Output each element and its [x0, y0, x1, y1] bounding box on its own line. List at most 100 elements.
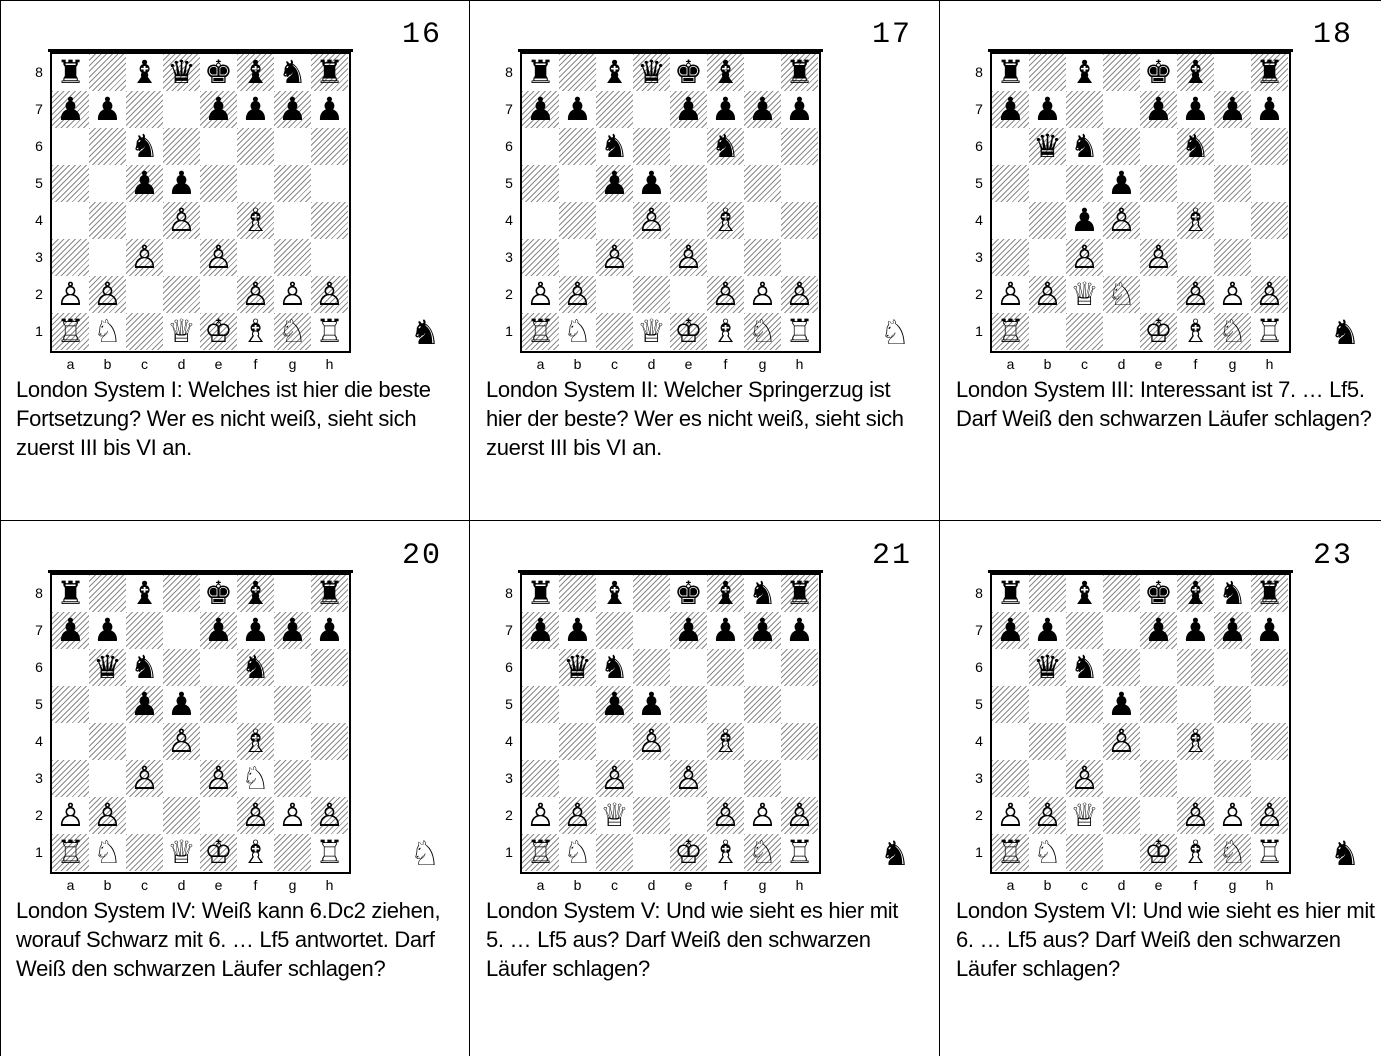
black-rook-icon[interactable]: ♜: [311, 575, 348, 612]
black-bishop-icon[interactable]: ♝: [596, 575, 633, 612]
square-e2[interactable]: [200, 797, 237, 834]
white-pawn-icon[interactable]: ♙: [559, 276, 596, 313]
black-king-icon[interactable]: ♚: [200, 575, 237, 612]
square-d7[interactable]: [1103, 612, 1140, 649]
square-c4[interactable]: [596, 202, 633, 239]
black-knight-icon[interactable]: ♞: [1066, 649, 1103, 686]
black-pawn-icon[interactable]: ♟: [1140, 91, 1177, 128]
square-e4[interactable]: [670, 202, 707, 239]
white-bishop-icon[interactable]: ♗: [237, 834, 274, 871]
square-b6[interactable]: [89, 128, 126, 165]
white-pawn-icon[interactable]: ♙: [670, 760, 707, 797]
square-e5[interactable]: [200, 165, 237, 202]
white-rook-icon[interactable]: ♖: [52, 313, 89, 350]
white-pawn-icon[interactable]: ♙: [200, 760, 237, 797]
white-pawn-icon[interactable]: ♙: [237, 276, 274, 313]
black-pawn-icon[interactable]: ♟: [1029, 612, 1066, 649]
square-h6[interactable]: [311, 128, 348, 165]
square-h4[interactable]: [1251, 723, 1288, 760]
square-d3[interactable]: [163, 239, 200, 276]
white-pawn-icon[interactable]: ♙: [89, 276, 126, 313]
black-pawn-icon[interactable]: ♟: [52, 91, 89, 128]
square-h5[interactable]: [311, 165, 348, 202]
square-b3[interactable]: [1029, 239, 1066, 276]
square-h6[interactable]: [1251, 649, 1288, 686]
black-pawn-icon[interactable]: ♟: [1251, 91, 1288, 128]
square-g1[interactable]: [274, 834, 311, 871]
square-g3[interactable]: [274, 760, 311, 797]
square-a4[interactable]: [992, 723, 1029, 760]
square-b8[interactable]: [1029, 54, 1066, 91]
white-queen-icon[interactable]: ♕: [1066, 276, 1103, 313]
square-d7[interactable]: [633, 91, 670, 128]
black-knight-icon[interactable]: ♞: [237, 649, 274, 686]
square-d6[interactable]: [1103, 649, 1140, 686]
white-knight-icon[interactable]: ♘: [559, 834, 596, 871]
black-rook-icon[interactable]: ♜: [52, 54, 89, 91]
white-pawn-icon[interactable]: ♙: [1140, 239, 1177, 276]
white-pawn-icon[interactable]: ♙: [163, 723, 200, 760]
white-king-icon[interactable]: ♔: [1140, 313, 1177, 350]
square-b3[interactable]: [559, 239, 596, 276]
square-d7[interactable]: [163, 91, 200, 128]
square-f3[interactable]: [1177, 239, 1214, 276]
black-pawn-icon[interactable]: ♟: [992, 91, 1029, 128]
white-rook-icon[interactable]: ♖: [1251, 834, 1288, 871]
black-rook-icon[interactable]: ♜: [992, 575, 1029, 612]
square-b3[interactable]: [559, 760, 596, 797]
square-h5[interactable]: [781, 165, 818, 202]
square-a5[interactable]: [992, 686, 1029, 723]
square-d1[interactable]: [1103, 313, 1140, 350]
black-pawn-icon[interactable]: ♟: [633, 686, 670, 723]
black-pawn-icon[interactable]: ♟: [1103, 686, 1140, 723]
square-b1[interactable]: [1029, 313, 1066, 350]
black-knight-icon[interactable]: ♞: [707, 128, 744, 165]
square-f3[interactable]: [707, 760, 744, 797]
square-e2[interactable]: [1140, 276, 1177, 313]
square-c1[interactable]: [596, 313, 633, 350]
white-pawn-icon[interactable]: ♙: [781, 276, 818, 313]
square-c4[interactable]: [596, 723, 633, 760]
black-pawn-icon[interactable]: ♟: [633, 165, 670, 202]
black-king-icon[interactable]: ♚: [670, 54, 707, 91]
square-d2[interactable]: [163, 797, 200, 834]
black-pawn-icon[interactable]: ♟: [781, 91, 818, 128]
square-a4[interactable]: [52, 723, 89, 760]
square-g6[interactable]: [274, 128, 311, 165]
white-pawn-icon[interactable]: ♙: [992, 276, 1029, 313]
square-d3[interactable]: [1103, 760, 1140, 797]
white-pawn-icon[interactable]: ♙: [1066, 760, 1103, 797]
puzzle-cell[interactable]: 21♜♝♚♝♞♜♟♟♟♟♟♟♛♞♟♟♙♗♙♙♙♙♕♙♙♙♖♘♔♗♘♖876543…: [470, 521, 940, 1056]
black-pawn-icon[interactable]: ♟: [1214, 91, 1251, 128]
square-c1[interactable]: [1066, 313, 1103, 350]
square-e6[interactable]: [670, 128, 707, 165]
square-b4[interactable]: [559, 202, 596, 239]
square-b4[interactable]: [1029, 723, 1066, 760]
square-b6[interactable]: [559, 128, 596, 165]
square-d2[interactable]: [633, 276, 670, 313]
square-f3[interactable]: [707, 239, 744, 276]
square-d2[interactable]: [163, 276, 200, 313]
square-b8[interactable]: [559, 575, 596, 612]
puzzle-cell[interactable]: 17♜♝♛♚♝♜♟♟♟♟♟♟♞♞♟♟♙♗♙♙♙♙♙♙♙♖♘♕♔♗♘♖876543…: [470, 0, 940, 521]
square-a3[interactable]: [52, 760, 89, 797]
white-knight-icon[interactable]: ♘: [744, 834, 781, 871]
black-pawn-icon[interactable]: ♟: [781, 612, 818, 649]
square-g3[interactable]: [744, 239, 781, 276]
white-bishop-icon[interactable]: ♗: [1177, 834, 1214, 871]
white-rook-icon[interactable]: ♖: [52, 834, 89, 871]
square-h6[interactable]: [1251, 128, 1288, 165]
white-queen-icon[interactable]: ♕: [1066, 797, 1103, 834]
black-king-icon[interactable]: ♚: [1140, 575, 1177, 612]
black-pawn-icon[interactable]: ♟: [89, 612, 126, 649]
square-c5[interactable]: [1066, 686, 1103, 723]
white-pawn-icon[interactable]: ♙: [596, 239, 633, 276]
square-d1[interactable]: [633, 834, 670, 871]
black-knight-icon[interactable]: ♞: [596, 649, 633, 686]
square-a6[interactable]: [522, 649, 559, 686]
square-g4[interactable]: [1214, 723, 1251, 760]
square-g5[interactable]: [274, 165, 311, 202]
square-b8[interactable]: [89, 575, 126, 612]
black-bishop-icon[interactable]: ♝: [596, 54, 633, 91]
